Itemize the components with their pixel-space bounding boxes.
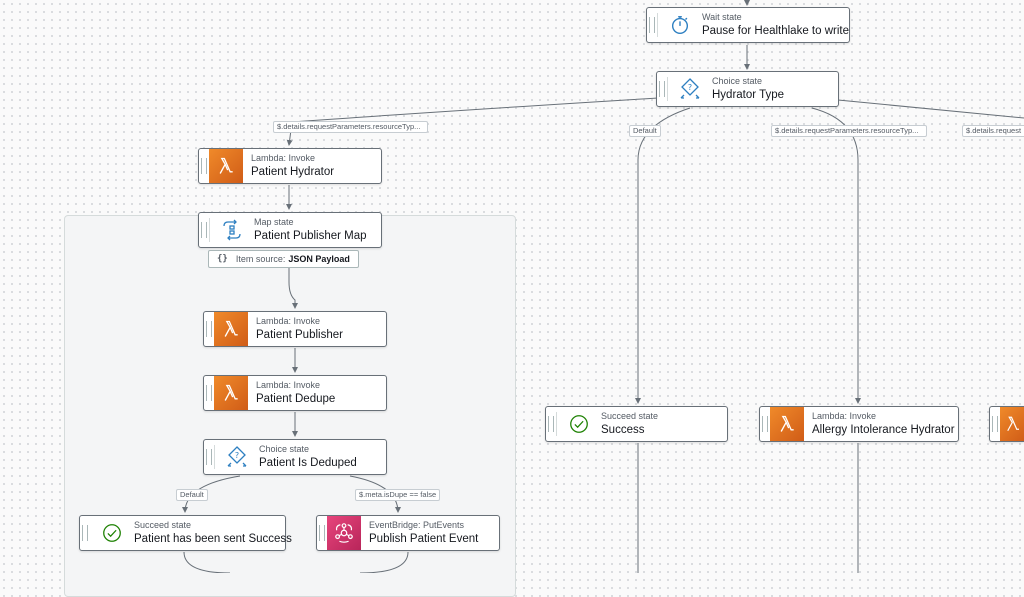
json-braces-icon: {}	[217, 254, 228, 264]
node-success[interactable]: Succeed state Success	[545, 406, 728, 442]
drag-handle[interactable]	[80, 516, 90, 550]
node-partial-lambda[interactable]	[989, 406, 1024, 442]
node-type: Lambda: Invoke	[256, 379, 321, 390]
edge-label-patient-type: $.details.requestParameters.resourceTyp.…	[273, 121, 428, 133]
item-source-value: JSON Payload	[288, 254, 350, 264]
node-publish-patient-event[interactable]: EventBridge: PutEvents Publish Patient E…	[316, 515, 500, 551]
node-name: Success	[601, 423, 645, 436]
edge-map-to-publisher	[288, 268, 298, 309]
node-type: Lambda: Invoke	[256, 315, 321, 326]
node-type: Choice state	[259, 443, 310, 454]
eventbridge-icon	[327, 516, 361, 550]
check-circle-icon	[98, 519, 126, 547]
node-name: Patient Publisher Map	[254, 229, 367, 242]
node-patient-publisher[interactable]: Lambda: Invoke Patient Publisher	[203, 311, 387, 347]
node-patient-dedupe[interactable]: Lambda: Invoke Patient Dedupe	[203, 375, 387, 411]
drag-handle[interactable]	[204, 440, 214, 474]
node-name: Patient Dedupe	[256, 392, 336, 405]
node-name: Publish Patient Event	[369, 532, 479, 545]
node-name: Pause for Healthlake to write	[701, 24, 849, 37]
node-patient-publisher-map[interactable]: Map state Patient Publisher Map	[198, 212, 382, 248]
edge-label-is-dupe: $.meta.isDupe == false	[355, 489, 441, 501]
map-icon	[218, 216, 246, 244]
node-patient-is-deduped[interactable]: ? Choice state Patient Is Deduped	[203, 439, 387, 475]
node-allergy-hydrator[interactable]: Lambda: Invoke Allergy Intolerance Hydra…	[759, 406, 959, 442]
lambda-icon	[209, 149, 243, 183]
svg-text:?: ?	[688, 83, 692, 92]
drag-handle[interactable]	[990, 407, 1000, 441]
node-type: Map state	[254, 216, 294, 227]
edge-choice-default	[635, 107, 691, 404]
node-type: Choice state	[712, 75, 763, 86]
node-patient-sent-success[interactable]: Succeed state Patient has been sent Succ…	[79, 515, 292, 551]
node-patient-hydrator[interactable]: Lambda: Invoke Patient Hydrator	[198, 148, 382, 184]
node-pause-wait[interactable]: Wait state Pause for Healthlake to write	[646, 7, 850, 43]
drag-handle[interactable]	[317, 516, 327, 550]
node-hydrator-type[interactable]: ? Choice state Hydrator Type	[656, 71, 839, 107]
edge-choice-to-patient-hydrator	[286, 97, 659, 146]
edge-label-dedupe-default: Default	[176, 489, 208, 501]
drag-handle[interactable]	[199, 213, 209, 247]
node-type: EventBridge: PutEvents	[369, 519, 465, 530]
edge-choice-to-allergy	[811, 107, 861, 404]
node-name: Allergy Intolerance Hydrator	[812, 423, 955, 436]
drag-handle[interactable]	[546, 407, 556, 441]
node-name: Patient has been sent Success	[134, 532, 292, 545]
check-circle-icon	[565, 410, 593, 438]
svg-text:?: ?	[235, 451, 239, 460]
node-type: Succeed state	[134, 519, 192, 530]
node-type: Lambda: Invoke	[251, 152, 316, 163]
lambda-icon	[214, 376, 248, 410]
node-name: Patient Hydrator	[251, 165, 335, 178]
drag-handle[interactable]	[199, 149, 209, 183]
choice-diamond-icon: ?	[223, 443, 251, 471]
lambda-icon	[1000, 407, 1024, 441]
item-source-label: Item source:	[235, 254, 286, 264]
edge-choice-to-more	[837, 99, 1024, 119]
stopwatch-icon	[666, 11, 694, 39]
node-type: Wait state	[701, 11, 742, 22]
map-item-source[interactable]: {} Item source: JSON Payload	[208, 250, 359, 268]
node-name: Hydrator Type	[712, 88, 785, 101]
node-type: Succeed state	[601, 410, 659, 421]
lambda-icon	[770, 407, 804, 441]
lambda-icon	[214, 312, 248, 346]
edge-label-more-type: $.details.request	[962, 125, 1024, 137]
edge-label-allergy-type: $.details.requestParameters.resourceTyp.…	[771, 125, 927, 137]
drag-handle[interactable]	[204, 376, 214, 410]
edge-label-default: Default	[629, 125, 661, 137]
drag-handle[interactable]	[657, 72, 667, 106]
choice-diamond-icon: ?	[676, 75, 704, 103]
node-name: Patient Publisher	[256, 328, 343, 341]
node-name: Patient Is Deduped	[259, 456, 357, 469]
workflow-edges	[182, 0, 1024, 573]
edge-publish-exit	[359, 551, 409, 573]
drag-handle[interactable]	[760, 407, 770, 441]
node-type: Lambda: Invoke	[812, 410, 877, 421]
drag-handle[interactable]	[204, 312, 214, 346]
drag-handle[interactable]	[647, 8, 657, 42]
edge-success-exit	[183, 551, 231, 573]
